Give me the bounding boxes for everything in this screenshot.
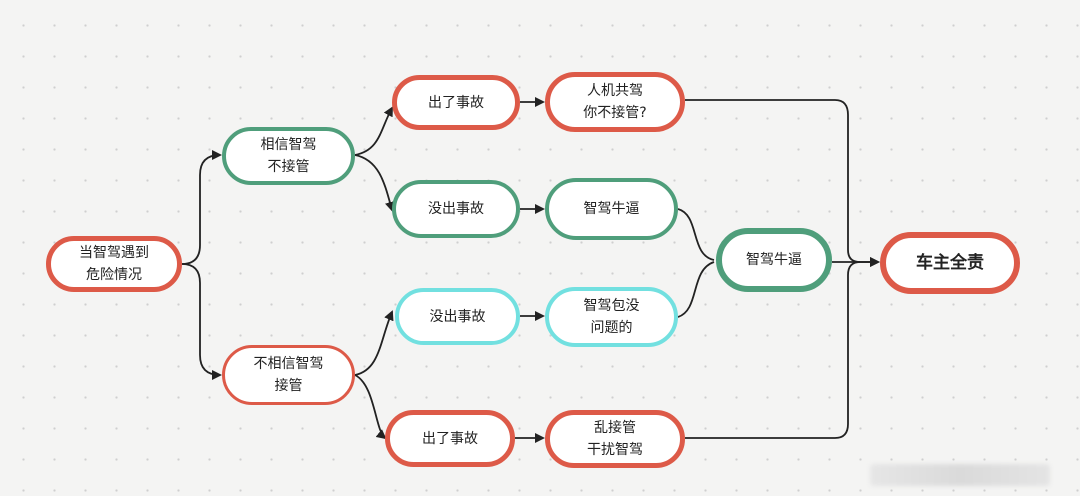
node-trust-no-accident: 没出事故: [392, 180, 520, 238]
edge-start-distrust: [181, 263, 222, 380]
node-text: 问题的: [590, 320, 633, 336]
node-trust-no-accident-result: 智驾牛逼: [545, 178, 678, 240]
node-text: 没出事故: [429, 308, 486, 325]
node-distrust-accident-result: 乱接管 干扰智驾: [545, 410, 685, 468]
node-text: 乱接管: [594, 420, 636, 436]
node-text: 不相信智驾: [253, 356, 324, 372]
node-distrust-no-accident: 没出事故: [395, 288, 520, 345]
edge-trust-noaccident: [354, 154, 395, 212]
node-start: 当智驾遇到 危险情况: [46, 236, 182, 292]
node-text: 出了事故: [428, 94, 484, 111]
node-trust: 相信智驾 不接管: [222, 127, 355, 185]
node-text: 你不接管?: [583, 105, 647, 121]
edge-start-trust: [181, 150, 222, 265]
node-distrust: 不相信智驾 接管: [222, 345, 355, 405]
node-text: 没出事故: [428, 201, 484, 217]
node-text: 相信智驾: [260, 137, 317, 153]
node-text: 出了事故: [422, 430, 478, 447]
edge-distrust-accident: [354, 374, 387, 440]
node-trust-accident: 出了事故: [392, 75, 520, 130]
node-text: 车主全责: [916, 253, 984, 273]
node-text: 智驾牛逼: [746, 252, 802, 268]
node-text: 危险情况: [86, 267, 142, 283]
edge-result-merge-2: [677, 261, 715, 318]
edge-result-merge-1: [677, 208, 715, 261]
node-text: 智驾包没: [583, 298, 640, 314]
node-text: 接管: [274, 378, 303, 394]
node-final: 车主全责: [880, 232, 1020, 294]
watermark: [870, 464, 1050, 486]
edge-interfere-final: [685, 261, 861, 439]
node-distrust-accident: 出了事故: [385, 410, 515, 467]
node-distrust-no-accident-result: 智驾包没 问题的: [545, 287, 678, 347]
node-text: 人机共驾: [587, 83, 643, 99]
node-text: 当智驾遇到: [79, 245, 149, 261]
node-text: 智驾牛逼: [583, 201, 640, 217]
node-merge-good: 智驾牛逼: [716, 228, 832, 292]
edge-distrust-noaccident: [354, 310, 394, 376]
edge-trust-accident: [354, 106, 393, 156]
node-trust-accident-result: 人机共驾 你不接管?: [545, 72, 685, 132]
node-text: 干扰智驾: [587, 442, 643, 458]
node-text: 不接管: [267, 159, 310, 175]
